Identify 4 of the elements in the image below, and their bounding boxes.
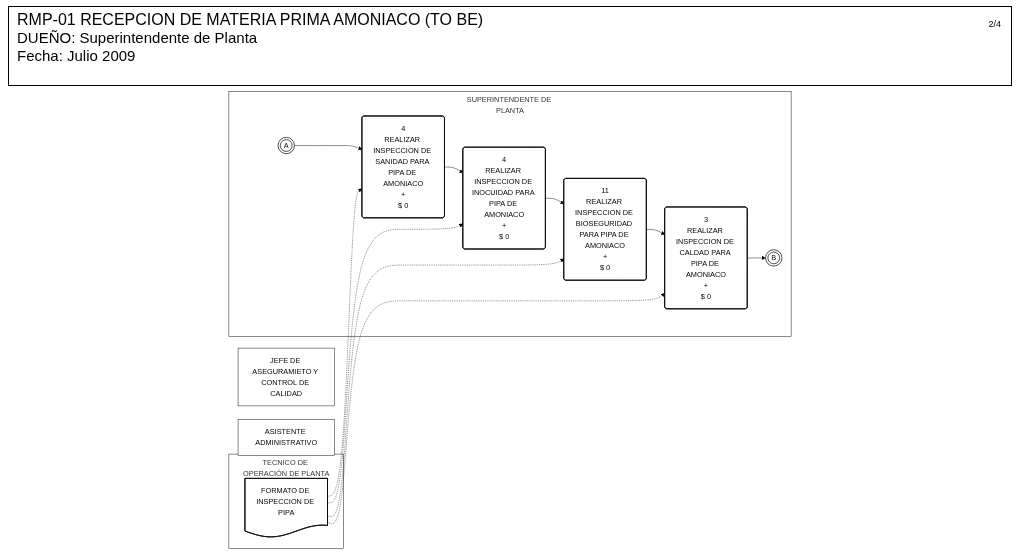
- page-number: 2/4: [988, 19, 1001, 29]
- header-text: Fecha: Julio 2009: [17, 47, 136, 64]
- header-text: DUEÑO: Superintendente de Planta: [17, 29, 258, 46]
- diagram-title: RMP-01 RECEPCION DE MATERIA PRIMA AMONIACO (TO BE): [17, 11, 484, 29]
